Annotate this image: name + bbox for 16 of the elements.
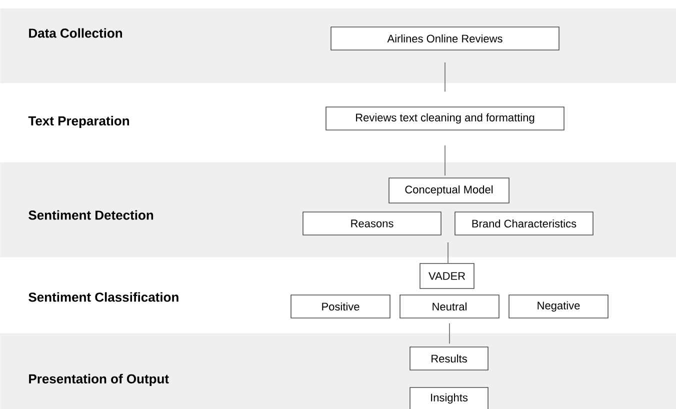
connector-line bbox=[444, 145, 446, 176]
connector-line bbox=[444, 62, 446, 92]
process-box: Reasons bbox=[302, 212, 442, 236]
process-box: Reviews text cleaning and formatting bbox=[326, 106, 564, 130]
process-box: Conceptual Model bbox=[388, 178, 510, 204]
connector-line bbox=[449, 323, 450, 344]
section-heading: Sentiment Classification bbox=[28, 292, 178, 302]
process-box: Brand Characteristics bbox=[454, 212, 594, 236]
process-box: VADER bbox=[420, 263, 474, 289]
section-heading: Text Preparation bbox=[28, 116, 129, 128]
process-box: Airlines Online Reviews bbox=[330, 26, 560, 50]
process-box: Neutral bbox=[400, 294, 500, 318]
process-box: Insights bbox=[410, 387, 488, 409]
process-box: Negative bbox=[508, 294, 608, 318]
process-box: Positive bbox=[290, 294, 390, 318]
process-box: Results bbox=[410, 346, 488, 370]
